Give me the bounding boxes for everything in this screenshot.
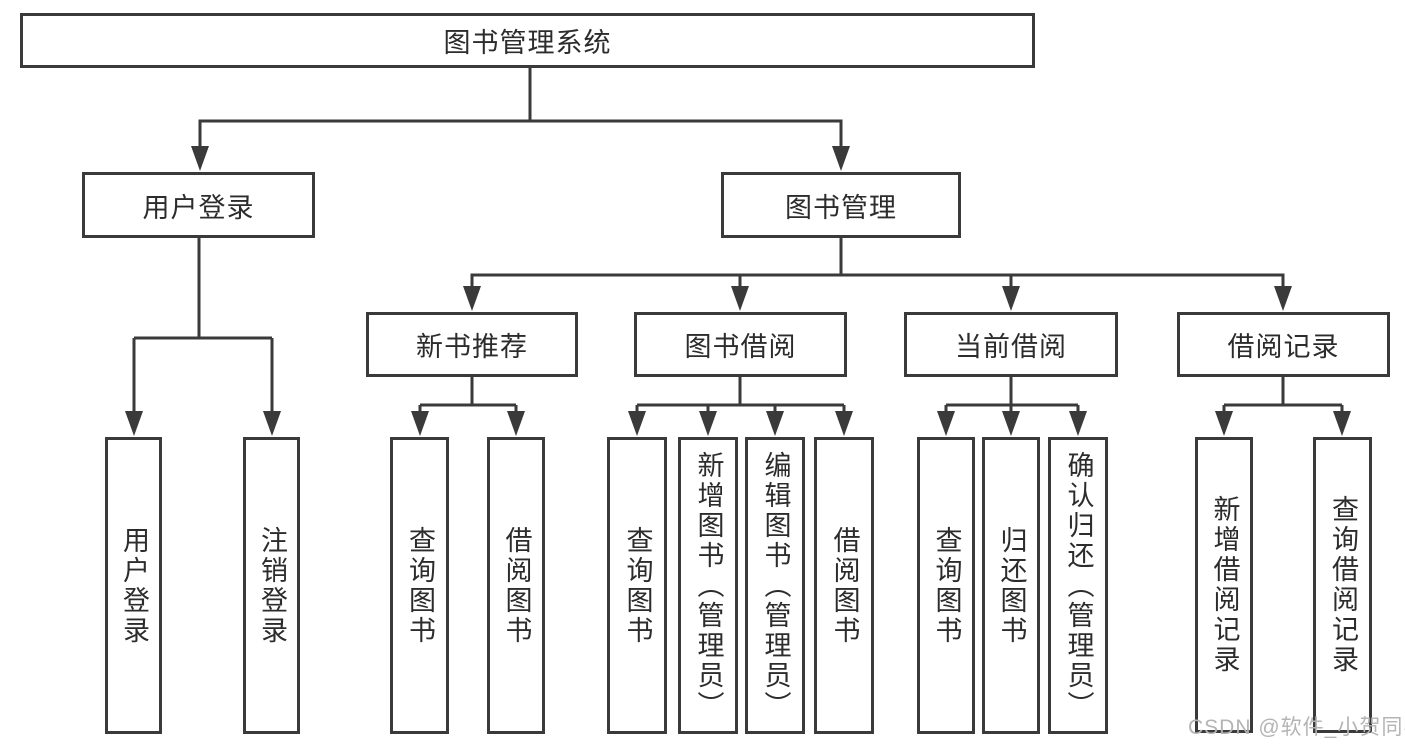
node-new-book-recommend: 新书推荐: [366, 312, 578, 377]
node-borrow-record: 借阅记录: [1177, 312, 1390, 377]
node-root-system: 图书管理系统: [20, 13, 1035, 68]
node-borrow-record-label: 借阅记录: [1227, 332, 1340, 362]
leaf-recommend-borrow-books-label: 借阅图书: [501, 525, 532, 646]
leaf-return-books: 归还图书: [982, 437, 1040, 734]
watermark: CSDN @软件_小贺同学: [1188, 716, 1405, 739]
leaf-edit-books-admin-label: 编辑图书（管理员）: [760, 450, 791, 721]
leaf-borrow-query-books-label: 查询图书: [622, 525, 653, 646]
node-root-system-label: 图书管理系统: [443, 28, 612, 58]
leaf-query-borrow-record: 查询借阅记录: [1313, 437, 1372, 733]
leaf-borrow-query-books: 查询图书: [607, 437, 667, 734]
leaf-add-borrow-record: 新增借阅记录: [1195, 437, 1253, 733]
node-current-borrow-label: 当前借阅: [955, 332, 1067, 362]
leaf-query-borrow-record-label: 查询借阅记录: [1328, 495, 1358, 675]
leaf-confirm-return-admin-label: 确认归还（管理员）: [1063, 450, 1094, 721]
node-current-borrow: 当前借阅: [904, 312, 1118, 377]
node-book-management: 图书管理: [721, 172, 961, 238]
leaf-borrow-books: 借阅图书: [814, 437, 874, 734]
node-book-management-label: 图书管理: [785, 192, 897, 223]
node-user-login-label: 用户登录: [142, 192, 255, 223]
leaf-edit-books-admin: 编辑图书（管理员）: [745, 437, 805, 734]
leaf-return-books-label: 归还图书: [996, 525, 1027, 646]
node-book-borrow: 图书借阅: [634, 312, 847, 377]
leaf-user-login-label: 用户登录: [119, 525, 149, 646]
leaf-user-login: 用户登录: [105, 437, 162, 734]
node-user-login: 用户登录: [82, 172, 315, 238]
leaf-current-query-books: 查询图书: [917, 437, 975, 734]
leaf-logout-login: 注销登录: [243, 437, 300, 734]
leaf-recommend-query-books: 查询图书: [390, 437, 449, 734]
leaf-add-borrow-record-label: 新增借阅记录: [1209, 495, 1240, 675]
leaf-logout-login-label: 注销登录: [257, 525, 287, 646]
leaf-confirm-return-admin: 确认归还（管理员）: [1048, 437, 1108, 734]
leaf-add-books-admin: 新增图书（管理员）: [678, 437, 738, 734]
node-new-book-recommend-label: 新书推荐: [416, 332, 528, 362]
arrow-icon: [125, 146, 1351, 436]
node-book-borrow-label: 图书借阅: [684, 332, 797, 362]
leaf-add-books-admin-label: 新增图书（管理员）: [693, 450, 724, 721]
leaf-recommend-borrow-books: 借阅图书: [487, 437, 545, 734]
leaf-recommend-query-books-label: 查询图书: [405, 525, 435, 646]
leaf-borrow-books-label: 借阅图书: [829, 525, 860, 646]
leaf-current-query-books-label: 查询图书: [931, 525, 962, 646]
